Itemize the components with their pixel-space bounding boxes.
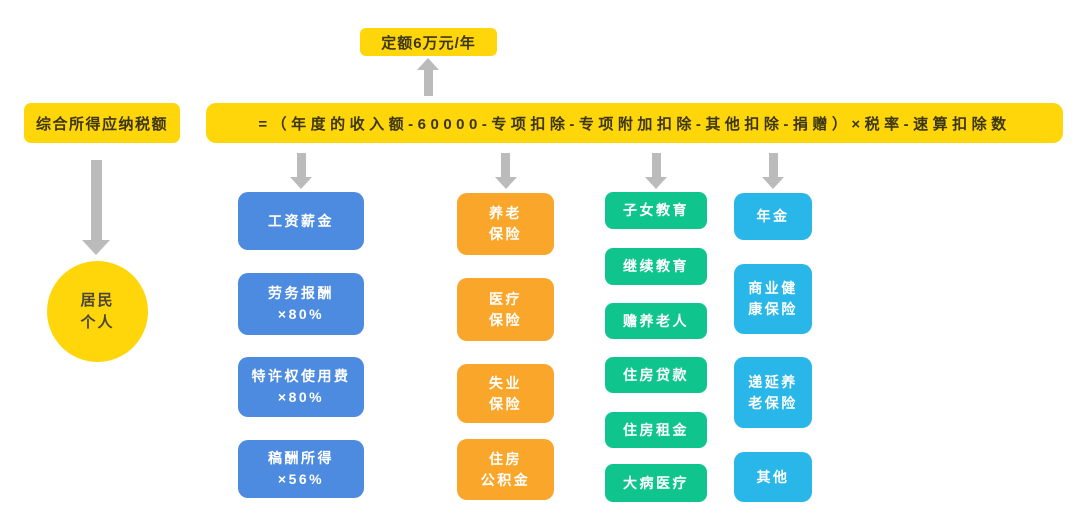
flow-box-label: 养老 <box>489 205 522 221</box>
arrow-stem <box>423 70 433 96</box>
flow-box-special-additional-deductions-2: 赡养老人 <box>605 303 707 339</box>
flow-box-other-deductions-3: 其他 <box>734 452 812 502</box>
formula-bar: =（年度的收入额-60000-专项扣除-专项附加扣除-其他扣除-捐赠）×税率-速… <box>206 103 1063 143</box>
flow-box-label: 工资薪金 <box>268 212 334 229</box>
flow-box-label: 保险 <box>489 226 522 242</box>
tax-payable-box: 综合所得应纳税额 <box>24 103 180 143</box>
flow-box-label: 特许权使用费 <box>251 368 351 384</box>
flow-box-income-items-1: 劳务报酬 ×80% <box>238 273 364 335</box>
arrow-down-icon <box>82 160 110 255</box>
flow-box-income-items-2: 特许权使用费 ×80% <box>238 357 364 417</box>
flow-box-label: 劳务报酬 <box>268 285 334 301</box>
flow-box-label: 住房 <box>489 450 522 467</box>
flow-box-label: 子女教育 <box>623 202 689 218</box>
flow-box-label: 赡养老人 <box>623 312 689 329</box>
resident-individual-circle: 居民 个人 <box>47 261 148 362</box>
flow-box-special-additional-deductions-1: 继续教育 <box>605 248 707 285</box>
arrow-stem <box>501 153 510 177</box>
flow-box-label: 老保险 <box>748 394 798 411</box>
arrow-up-icon <box>417 58 439 96</box>
flow-box-special-deductions-3: 住房公积金 <box>457 439 554 500</box>
flow-box-label: 递延养 <box>748 373 798 390</box>
arrow-down-icon <box>494 153 517 189</box>
flow-box-special-deductions-2: 失业保险 <box>457 364 554 423</box>
arrow-down-icon <box>290 153 312 189</box>
arrow-head <box>82 240 110 255</box>
arrow-stem <box>90 160 102 240</box>
flow-box-label: 住房贷款 <box>623 366 689 383</box>
flow-box-label: 康保险 <box>748 301 798 317</box>
flow-box-other-deductions-0: 年金 <box>734 193 812 240</box>
flow-box-label: ×80% <box>277 306 325 322</box>
flow-box-label: 保险 <box>489 311 522 328</box>
flow-box-special-additional-deductions-0: 子女教育 <box>605 192 707 229</box>
flow-box-label: ×80% <box>277 389 325 405</box>
arrow-head <box>645 177 667 189</box>
flow-box-special-deductions-1: 医疗保险 <box>457 278 554 341</box>
circle-label-line: 个人 <box>80 313 115 331</box>
arrow-head <box>494 177 517 189</box>
arrow-head <box>290 177 312 189</box>
flow-box-income-items-3: 稿酬所得 ×56% <box>238 440 364 498</box>
circle-label-line: 居民 <box>80 291 115 309</box>
flow-box-other-deductions-1: 商业健康保险 <box>734 264 812 334</box>
flow-box-special-additional-deductions-5: 大病医疗 <box>605 464 707 502</box>
arrow-stem <box>296 153 306 177</box>
arrow-down-icon <box>762 153 784 189</box>
flow-box-label: 大病医疗 <box>623 474 689 491</box>
arrow-down-icon <box>645 153 667 189</box>
flow-box-special-additional-deductions-4: 住房租金 <box>605 412 707 448</box>
fixed-deduction-box: 定额6万元/年 <box>360 28 497 56</box>
flow-box-income-items-0: 工资薪金 <box>238 192 364 250</box>
flow-box-label: 保险 <box>489 395 522 412</box>
flow-box-label: 年金 <box>756 208 790 224</box>
flow-box-label: 失业 <box>489 374 522 391</box>
flow-box-label: 继续教育 <box>623 258 689 274</box>
arrow-head <box>762 177 784 189</box>
flow-box-label: 其他 <box>756 468 790 485</box>
flow-box-label: 住房租金 <box>623 421 689 438</box>
flow-box-label: 稿酬所得 <box>268 450 334 466</box>
flow-box-label: 医疗 <box>489 290 522 307</box>
flow-box-special-deductions-0: 养老保险 <box>457 193 554 255</box>
flow-box-label: 公积金 <box>480 471 531 488</box>
flow-box-special-additional-deductions-3: 住房贷款 <box>605 357 707 393</box>
arrow-stem <box>768 153 778 177</box>
flow-box-label: ×56% <box>277 471 325 487</box>
arrow-stem <box>651 153 661 177</box>
arrow-head <box>417 58 439 70</box>
flow-box-label: 商业健 <box>748 280 798 296</box>
flow-box-other-deductions-2: 递延养老保险 <box>734 357 812 428</box>
